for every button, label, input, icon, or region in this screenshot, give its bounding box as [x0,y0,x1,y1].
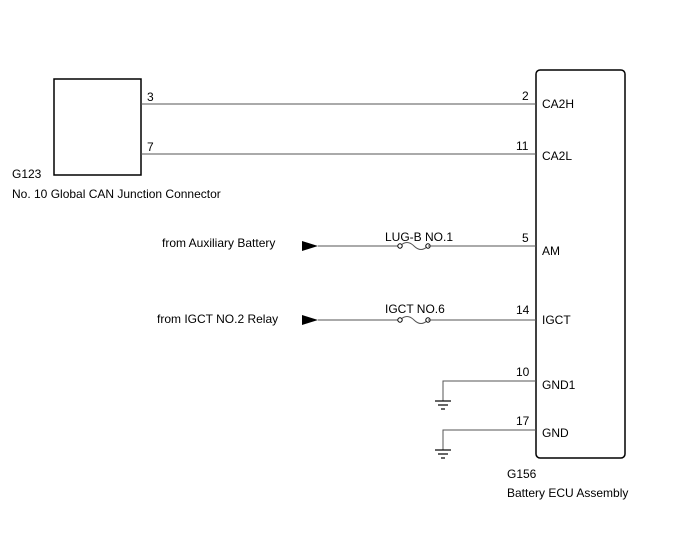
fuse-igct-terminal-left [397,317,403,323]
ecu-pin-5: 5 [522,231,529,245]
ecu-pin-10: 10 [516,365,530,379]
terminal-gnd1: GND1 [542,378,576,392]
fuse-igct-icon [399,316,429,324]
arrow-aux-battery-icon [302,241,318,251]
ecu-code: G156 [507,467,537,481]
ground-gnd1-icon [435,400,451,410]
terminal-ca2l: CA2L [542,149,572,163]
terminal-igct: IGCT [542,313,571,327]
fuse-lug-b-icon [399,242,429,250]
terminal-ca2h: CA2H [542,97,574,111]
source-igct-relay: from IGCT NO.2 Relay [157,312,278,326]
arrow-igct-relay-icon [302,315,318,325]
connector-name: No. 10 Global CAN Junction Connector [12,187,221,201]
wire-gnd [442,429,536,450]
ecu-pin-11: 11 [516,139,529,153]
ecu-pin-17: 17 [516,414,530,428]
connector-pin-3: 3 [147,90,154,104]
wire-gnd1 [442,380,536,401]
ground-gnd-icon [435,449,451,459]
junction-connector-box [53,78,142,176]
fuse-lug-b-label: LUG-B NO.1 [385,230,453,244]
fuse-lug-b-terminal-left [397,243,403,249]
connector-pin-7: 7 [147,140,154,154]
source-aux-battery: from Auxiliary Battery [162,236,275,250]
connector-code: G123 [12,167,42,181]
ecu-name: Battery ECU Assembly [507,486,628,500]
ecu-pin-14: 14 [516,303,530,317]
terminal-am: AM [542,244,560,258]
terminal-gnd: GND [542,426,569,440]
ecu-pin-2: 2 [522,89,529,103]
fuse-igct-label: IGCT NO.6 [385,302,445,316]
ecu-box [535,69,626,459]
